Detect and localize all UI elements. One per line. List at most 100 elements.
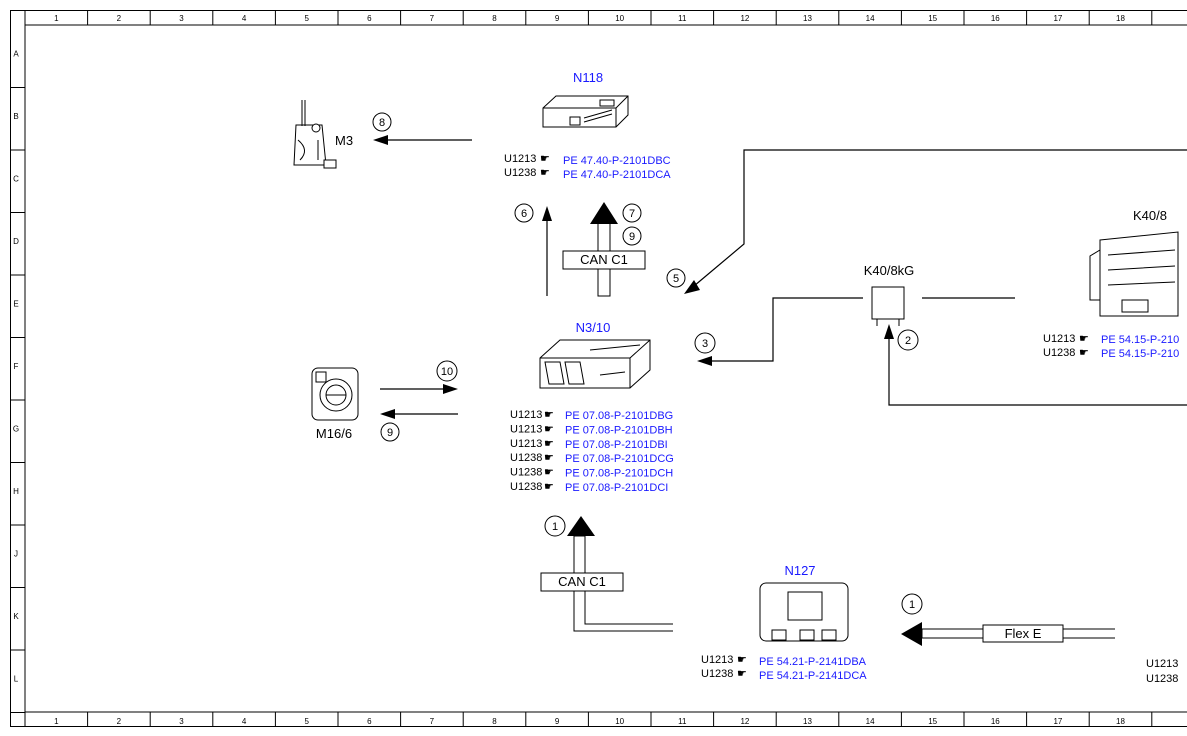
pointing-hand-icon: ☛ (544, 481, 554, 493)
m3-title: M3 (335, 133, 353, 148)
grid-col-11: 11 (678, 14, 687, 23)
grid-col-14: 14 (866, 14, 875, 23)
k40-8kg-title: K40/8kG (864, 263, 915, 278)
grid-col-8: 8 (492, 717, 497, 726)
k40-8-ref-1[interactable]: PE 54.15-P-210 (1101, 334, 1179, 346)
grid-col-16: 16 (991, 14, 1000, 23)
can-c1-bottom-box (540, 572, 624, 592)
edge-code-1: U1213 (1146, 658, 1178, 670)
marker-10: 10 (441, 366, 453, 378)
marker-5: 5 (673, 273, 679, 285)
n127-code-1: U1213 (701, 654, 733, 666)
grid-col-15: 15 (928, 717, 937, 726)
n127-ref-1[interactable]: PE 54.21-P-2141DBA (759, 656, 867, 668)
n118-title: N118 (573, 70, 603, 85)
m16-6-throttle-icon (311, 367, 359, 421)
grid-col-10: 10 (615, 717, 624, 726)
grid-col-9: 9 (555, 14, 560, 23)
diagram-frame (10, 10, 1187, 727)
n3-10-code-4: U1238 (510, 452, 542, 464)
grid-row-F: F (14, 362, 19, 371)
pointing-hand-icon: ☛ (544, 452, 554, 464)
marker-3: 3 (702, 338, 708, 350)
grid-col-9: 9 (555, 717, 560, 726)
k40-8-fusebox-icon (1089, 231, 1179, 317)
grid-row-D: D (13, 237, 19, 246)
n3-10-ref-4[interactable]: PE 07.08-P-2101DCG (565, 453, 674, 465)
m16-6-title: M16/6 (316, 426, 352, 441)
n118-ref-2[interactable]: PE 47.40-P-2101DCA (563, 169, 671, 181)
n3-10-title: N3/10 (576, 320, 611, 335)
n3-10-code-5: U1238 (510, 467, 542, 479)
grid-row-K: K (13, 612, 19, 621)
pointing-hand-icon: ☛ (544, 423, 554, 435)
n3-10-code-6: U1238 (510, 481, 542, 493)
pointing-hand-icon: ☛ (544, 409, 554, 421)
flex-e-label: Flex E (1005, 626, 1042, 641)
marker-2: 2 (905, 335, 911, 347)
can-c1-top-box (562, 250, 646, 270)
marker-8: 8 (379, 117, 385, 129)
m3-fuel-pump-icon (293, 100, 337, 169)
pointing-hand-icon: ☛ (737, 668, 747, 680)
marker-1a: 1 (552, 521, 558, 533)
grid-row-E: E (13, 299, 18, 308)
n3-10-ref-6[interactable]: PE 07.08-P-2101DCI (565, 482, 668, 494)
grid-col-11: 11 (678, 717, 687, 726)
n127-title: N127 (784, 563, 815, 578)
n3-10-ref-1[interactable]: PE 07.08-P-2101DBG (565, 410, 673, 422)
n3-10-code-1: U1213 (510, 409, 542, 421)
grid-col-5: 5 (304, 14, 309, 23)
grid-col-1: 1 (54, 14, 59, 23)
n3-10-ref-2[interactable]: PE 07.08-P-2101DBH (565, 424, 673, 436)
pointing-hand-icon: ☛ (544, 467, 554, 479)
k40-8-title: K40/8 (1133, 208, 1167, 223)
grid-col-13: 13 (803, 14, 812, 23)
can-c1-top-label: CAN C1 (580, 252, 628, 267)
grid-col-3: 3 (179, 14, 184, 23)
grid-col-7: 7 (430, 717, 435, 726)
grid-col-2: 2 (117, 717, 122, 726)
n3-10-ref-3[interactable]: PE 07.08-P-2101DBI (565, 439, 668, 451)
grid-column-labels: 1122334455667788991010111112121313141415… (54, 10, 1153, 727)
grid-col-17: 17 (1053, 14, 1062, 23)
grid-col-5: 5 (304, 717, 309, 726)
n127-ref-2[interactable]: PE 54.21-P-2141DCA (759, 670, 867, 682)
grid-col-3: 3 (179, 717, 184, 726)
n127-code-2: U1238 (701, 668, 733, 680)
grid-col-4: 4 (242, 717, 247, 726)
k40-8-ref-2[interactable]: PE 54.15-P-210 (1101, 348, 1179, 360)
n118-ref-1[interactable]: PE 47.40-P-2101DBC (563, 155, 671, 167)
n118-module-icon (542, 95, 629, 128)
n3-10-ecu-icon (539, 339, 651, 389)
pointing-hand-icon: ☛ (540, 167, 550, 179)
grid-row-A: A (13, 49, 19, 58)
grid-row-L: L (14, 674, 19, 683)
n127-module-icon (759, 582, 849, 642)
flex-e-box (982, 624, 1064, 643)
grid-row-B: B (13, 112, 18, 121)
grid-col-7: 7 (430, 14, 435, 23)
edge-code-2: U1238 (1146, 673, 1178, 685)
pointing-hand-icon: ☛ (544, 438, 554, 450)
n3-10-ref-5[interactable]: PE 07.08-P-2101DCH (565, 468, 673, 480)
n118-code-1: U1213 (504, 153, 536, 165)
grid-col-14: 14 (866, 717, 875, 726)
k40-8-code-1: U1213 (1043, 333, 1075, 345)
grid-row-J: J (14, 549, 18, 558)
marker-9: 9 (387, 427, 393, 439)
grid-row-G: G (13, 424, 19, 433)
k40-8-code-2: U1238 (1043, 347, 1075, 359)
grid-col-6: 6 (367, 717, 372, 726)
grid-col-2: 2 (117, 14, 122, 23)
grid-col-10: 10 (615, 14, 624, 23)
grid-col-15: 15 (928, 14, 937, 23)
grid-col-18: 18 (1116, 717, 1125, 726)
pointing-hand-icon: ☛ (1079, 347, 1089, 359)
grid-col-12: 12 (740, 14, 749, 23)
grid-col-8: 8 (492, 14, 497, 23)
pointing-hand-icon: ☛ (540, 153, 550, 165)
grid-row-C: C (13, 174, 19, 183)
grid-col-17: 17 (1053, 717, 1062, 726)
